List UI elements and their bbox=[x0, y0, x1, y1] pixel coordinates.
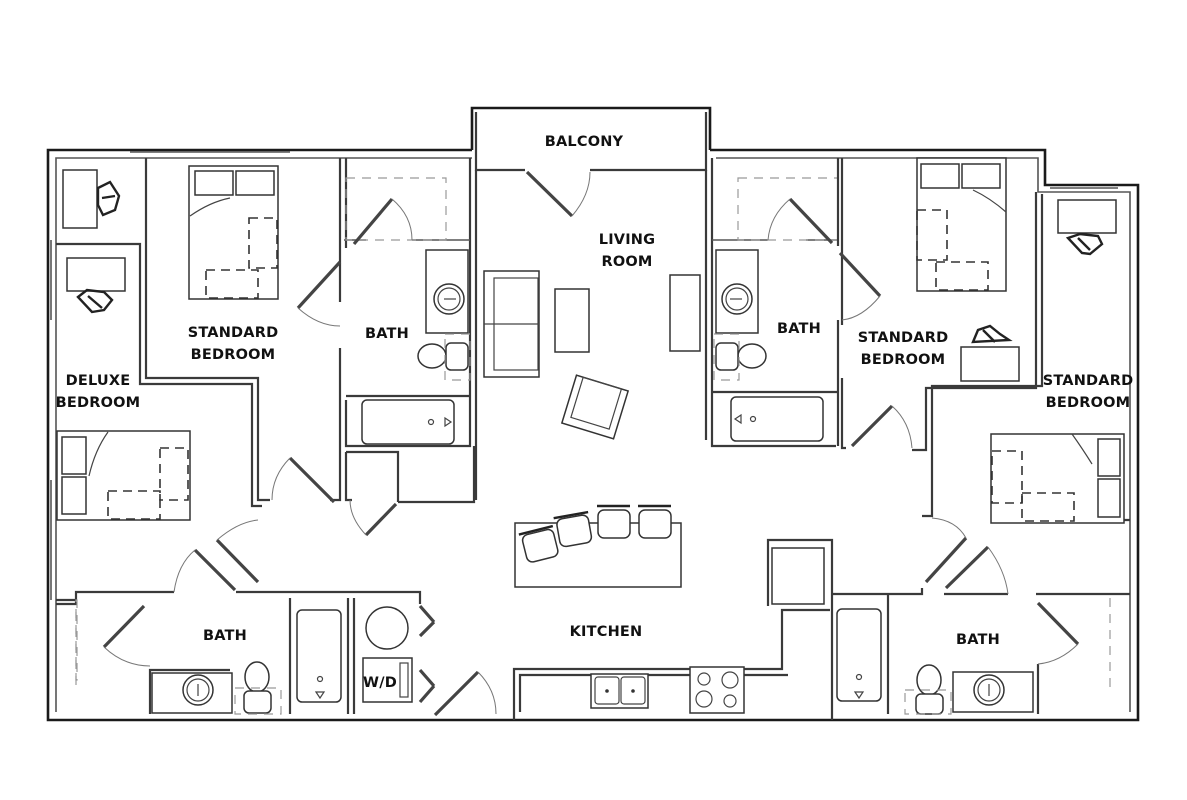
standard-bedroom-label-line2: BEDROOM bbox=[1046, 395, 1131, 411]
room-balcony: BALCONY bbox=[474, 112, 708, 218]
room-deluxe-bedroom: DELUXE BEDROOM bbox=[56, 242, 262, 584]
tv-console-icon bbox=[669, 274, 701, 352]
stove-icon bbox=[689, 666, 745, 714]
bathroom-sink-icon bbox=[425, 249, 469, 334]
bed-icon bbox=[990, 433, 1125, 524]
bar-stools-icon bbox=[518, 504, 672, 563]
desk-chair-icon bbox=[96, 180, 121, 217]
standard-bedroom-label-line1: STANDARD bbox=[1043, 373, 1134, 389]
bathtub-icon bbox=[288, 598, 350, 714]
bathroom-sink-icon bbox=[151, 672, 233, 714]
desk-chair-icon bbox=[1065, 232, 1104, 256]
living-room-label-line2: ROOM bbox=[601, 254, 652, 270]
bed-icon bbox=[56, 430, 191, 521]
desk-icon bbox=[62, 169, 98, 229]
room-bath-bottom-right: BATH bbox=[832, 545, 1130, 715]
toilet-icon bbox=[904, 664, 952, 715]
bath-label: BATH bbox=[203, 628, 247, 644]
washer-icon bbox=[365, 606, 409, 650]
refrigerator-icon bbox=[766, 538, 834, 720]
desk-chair-icon bbox=[76, 288, 114, 314]
living-room-label-line1: LIVING bbox=[599, 232, 656, 248]
desk-icon bbox=[960, 346, 1020, 382]
standard-bedroom-label-line2: BEDROOM bbox=[191, 347, 276, 363]
closet bbox=[344, 446, 476, 537]
room-bath-bottom-left: BATH W/D bbox=[56, 548, 436, 715]
bathroom-sink-icon bbox=[952, 671, 1034, 713]
bath-label: BATH bbox=[365, 326, 409, 342]
kitchen-sink-icon bbox=[590, 673, 649, 709]
toilet-icon bbox=[713, 333, 767, 381]
bath-label: BATH bbox=[777, 321, 821, 337]
toilet-icon bbox=[234, 661, 282, 715]
room-bath-top-right: BATH bbox=[710, 158, 840, 448]
sofa-icon bbox=[483, 270, 540, 378]
kitchen-label: KITCHEN bbox=[570, 624, 643, 640]
bathtub-icon bbox=[346, 394, 470, 445]
coffee-table-icon bbox=[554, 288, 590, 353]
dryer-icon bbox=[362, 657, 413, 703]
deluxe-bedroom-label-line2: BEDROOM bbox=[56, 395, 141, 411]
room-bath-top-left: BATH bbox=[344, 158, 476, 537]
standard-bedroom-label-line1: STANDARD bbox=[188, 325, 279, 341]
washer-dryer-label: W/D bbox=[363, 675, 397, 691]
room-living-room: LIVING ROOM bbox=[474, 170, 708, 500]
bathtub-icon bbox=[836, 608, 882, 702]
room-standard-bedroom-far-right: STANDARD BEDROOM bbox=[922, 194, 1134, 584]
desk-icon bbox=[1057, 199, 1117, 234]
laundry-closet: W/D bbox=[352, 598, 436, 714]
toilet-icon bbox=[417, 333, 471, 381]
deluxe-bedroom-label-line1: DELUXE bbox=[66, 373, 131, 389]
room-standard-bedroom-top-left: STANDARD BEDROOM bbox=[62, 158, 342, 504]
bed-icon bbox=[188, 165, 279, 300]
balcony-label: BALCONY bbox=[545, 134, 624, 150]
bathroom-sink-icon bbox=[715, 249, 759, 334]
bathtub-icon bbox=[712, 390, 838, 442]
room-kitchen: KITCHEN bbox=[433, 504, 834, 720]
standard-bedroom-label-line1: STANDARD bbox=[858, 330, 949, 346]
armchair-icon bbox=[560, 374, 630, 440]
bed-icon bbox=[916, 157, 1007, 292]
standard-bedroom-label-line2: BEDROOM bbox=[861, 352, 946, 368]
desk-chair-icon bbox=[971, 324, 1013, 344]
entry-door bbox=[433, 670, 480, 717]
bath-label: BATH bbox=[956, 632, 1000, 648]
desk-icon bbox=[66, 257, 126, 292]
room-standard-bedroom-center-right: STANDARD BEDROOM bbox=[838, 157, 1038, 452]
